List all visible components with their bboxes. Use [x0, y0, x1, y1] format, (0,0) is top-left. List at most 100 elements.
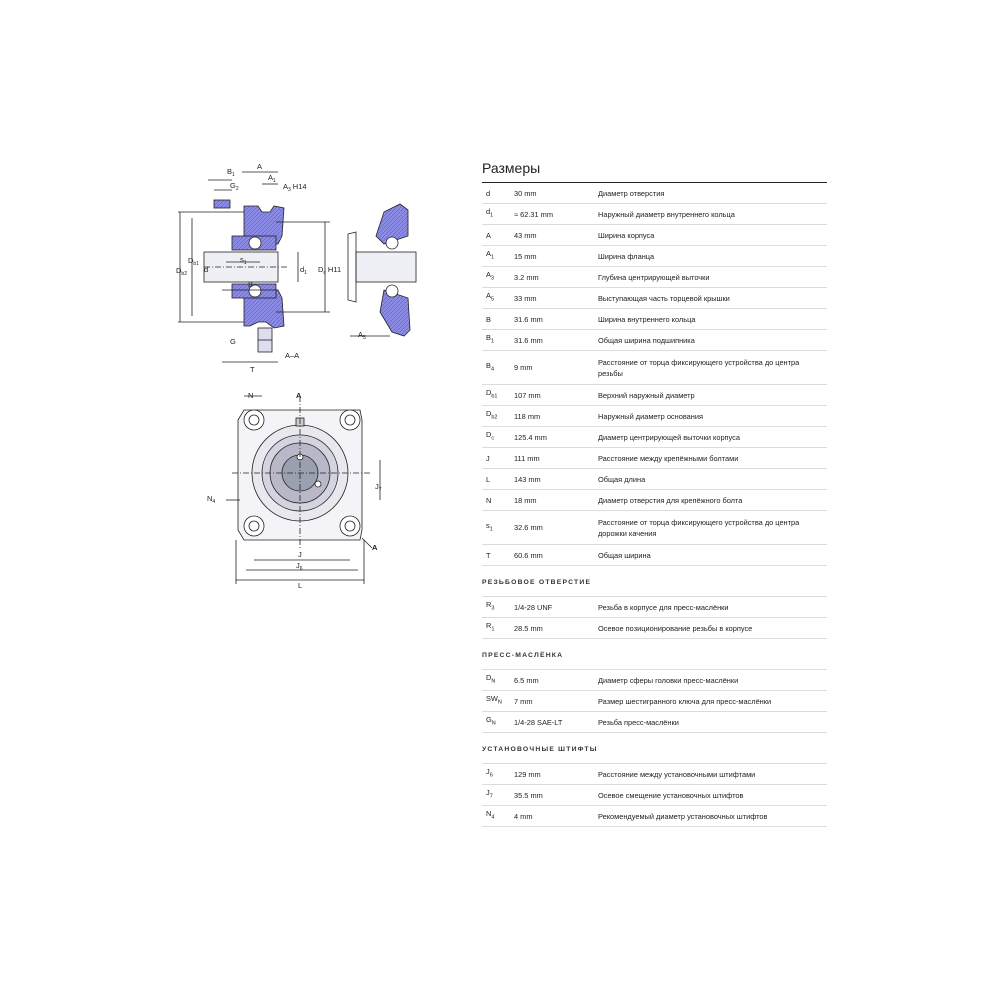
symbol-main: A — [486, 291, 491, 301]
dimension-value: 32.6 mm — [514, 523, 543, 532]
symbol-subscript: 1 — [491, 626, 495, 633]
side-section-view — [178, 171, 330, 363]
label-T: T — [250, 365, 255, 374]
symbol-main: G — [486, 715, 492, 725]
symbol-main: D — [486, 409, 492, 419]
symbol-subscript: c — [491, 435, 495, 442]
dimension-description: Ширина фланца — [598, 251, 655, 261]
dimension-value: 18 mm — [514, 495, 537, 505]
dimension-description: Верхний наружный диаметр — [598, 390, 695, 400]
dimension-symbol: R1 — [482, 620, 514, 635]
symbol-subscript: N — [491, 678, 496, 685]
dimension-value: 125.4 mm — [514, 432, 547, 442]
symbol-main: N — [486, 809, 492, 819]
dimension-description: Диаметр отверстия — [598, 188, 665, 198]
symbol-subscript: 3 — [491, 605, 495, 612]
label-Db1: Db1 — [188, 256, 199, 267]
dimension-description: Наружный диаметр основания — [598, 411, 703, 421]
label-J6: J6 — [296, 561, 303, 572]
label-L: L — [298, 581, 302, 590]
section-title: ПРЕСС-МАСЛЁНКА — [482, 639, 827, 670]
label-A-arrow: A — [372, 543, 378, 552]
symbol-subscript: 1 — [490, 338, 494, 345]
symbol-main: J — [486, 767, 490, 777]
dimension-value: 1/4-28 UNF — [514, 602, 553, 612]
symbol-main: s — [486, 520, 490, 530]
section-title: УСТАНОВОЧНЫЕ ШТИФТЫ — [482, 733, 827, 764]
label-section-AA: A–A — [285, 351, 299, 360]
symbol-main: R — [486, 600, 492, 610]
label-J7: J7 — [375, 482, 382, 493]
dimension-description: Резьба пресс-маслёнки — [598, 717, 679, 727]
dimension-symbol: L — [482, 474, 514, 485]
dimension-symbol: A5 — [482, 290, 514, 305]
dimension-value: 3.2 mm — [514, 272, 539, 282]
dimension-description: Общая ширина — [598, 550, 651, 560]
symbol-subscript: 4 — [491, 814, 495, 821]
dimension-symbol: J7 — [482, 787, 514, 802]
dimension-description: Расстояние от торца фиксирующего устройс… — [598, 517, 800, 538]
dimension-symbol: DN — [482, 672, 514, 687]
symbol-subscript: b2 — [491, 414, 498, 421]
symbol-main: R — [486, 621, 492, 631]
dimension-description: Расстояние между крепёжными болтами — [598, 453, 739, 463]
dimension-description: Наружный диаметр внутреннего кольца — [598, 209, 735, 219]
dimension-description: Глубина центрирующей выточки — [598, 272, 710, 282]
dimension-value: 31.6 mm — [514, 314, 543, 324]
dimension-description: Осевое смещение установочных штифтов — [598, 790, 744, 800]
dimension-value: 31.6 mm — [514, 335, 543, 345]
symbol-main: SW — [486, 694, 498, 704]
dimension-description: Размер шестигранного ключа для пресс-мас… — [598, 696, 772, 706]
dimension-description: Диаметр отверстия для крепёжного болта — [598, 495, 743, 505]
label-N4: N4 — [207, 494, 215, 505]
dimension-symbol: A1 — [482, 248, 514, 263]
dimension-value: 9 mm — [514, 363, 533, 372]
label-A1: A1 — [268, 173, 276, 184]
symbol-main: B — [486, 314, 491, 324]
symbol-subscript: b1 — [491, 393, 498, 400]
dimension-value: 4 mm — [514, 811, 533, 821]
label-J: J — [298, 550, 302, 559]
front-view-labels: N A N4 J7 A J J6 L — [207, 391, 382, 590]
dimension-value: 30 mm — [514, 188, 537, 198]
dimension-value: 60.6 mm — [514, 550, 543, 560]
symbol-subscript: 7 — [489, 793, 493, 800]
dimension-symbol: Db1 — [482, 387, 514, 402]
symbol-subscript: 3 — [490, 275, 494, 282]
dimension-description: Расстояние между установочными штифтами — [598, 769, 756, 779]
symbol-main: J — [486, 788, 490, 798]
dimension-symbol: s1 — [482, 520, 514, 535]
label-d1: d1 — [300, 265, 307, 276]
symbol-subscript: 1 — [490, 254, 494, 261]
dimensions-title: Размеры — [482, 160, 827, 183]
label-d: d — [204, 265, 208, 274]
dimension-description: Общая ширина подшипника — [598, 335, 695, 345]
dimension-description: Осевое позиционирование резьбы в корпусе — [598, 623, 753, 633]
dimension-value: 143 mm — [514, 474, 541, 484]
symbol-main: D — [486, 673, 492, 683]
symbol-main: J — [486, 453, 490, 463]
symbol-main: L — [486, 474, 491, 484]
symbol-main: T — [486, 550, 491, 560]
label-A5: A5 — [358, 330, 366, 341]
dimension-symbol: d1 — [482, 206, 514, 221]
symbol-main: D — [486, 388, 492, 398]
dimension-row: T 60.6 mm Общая ширина — [482, 545, 827, 566]
